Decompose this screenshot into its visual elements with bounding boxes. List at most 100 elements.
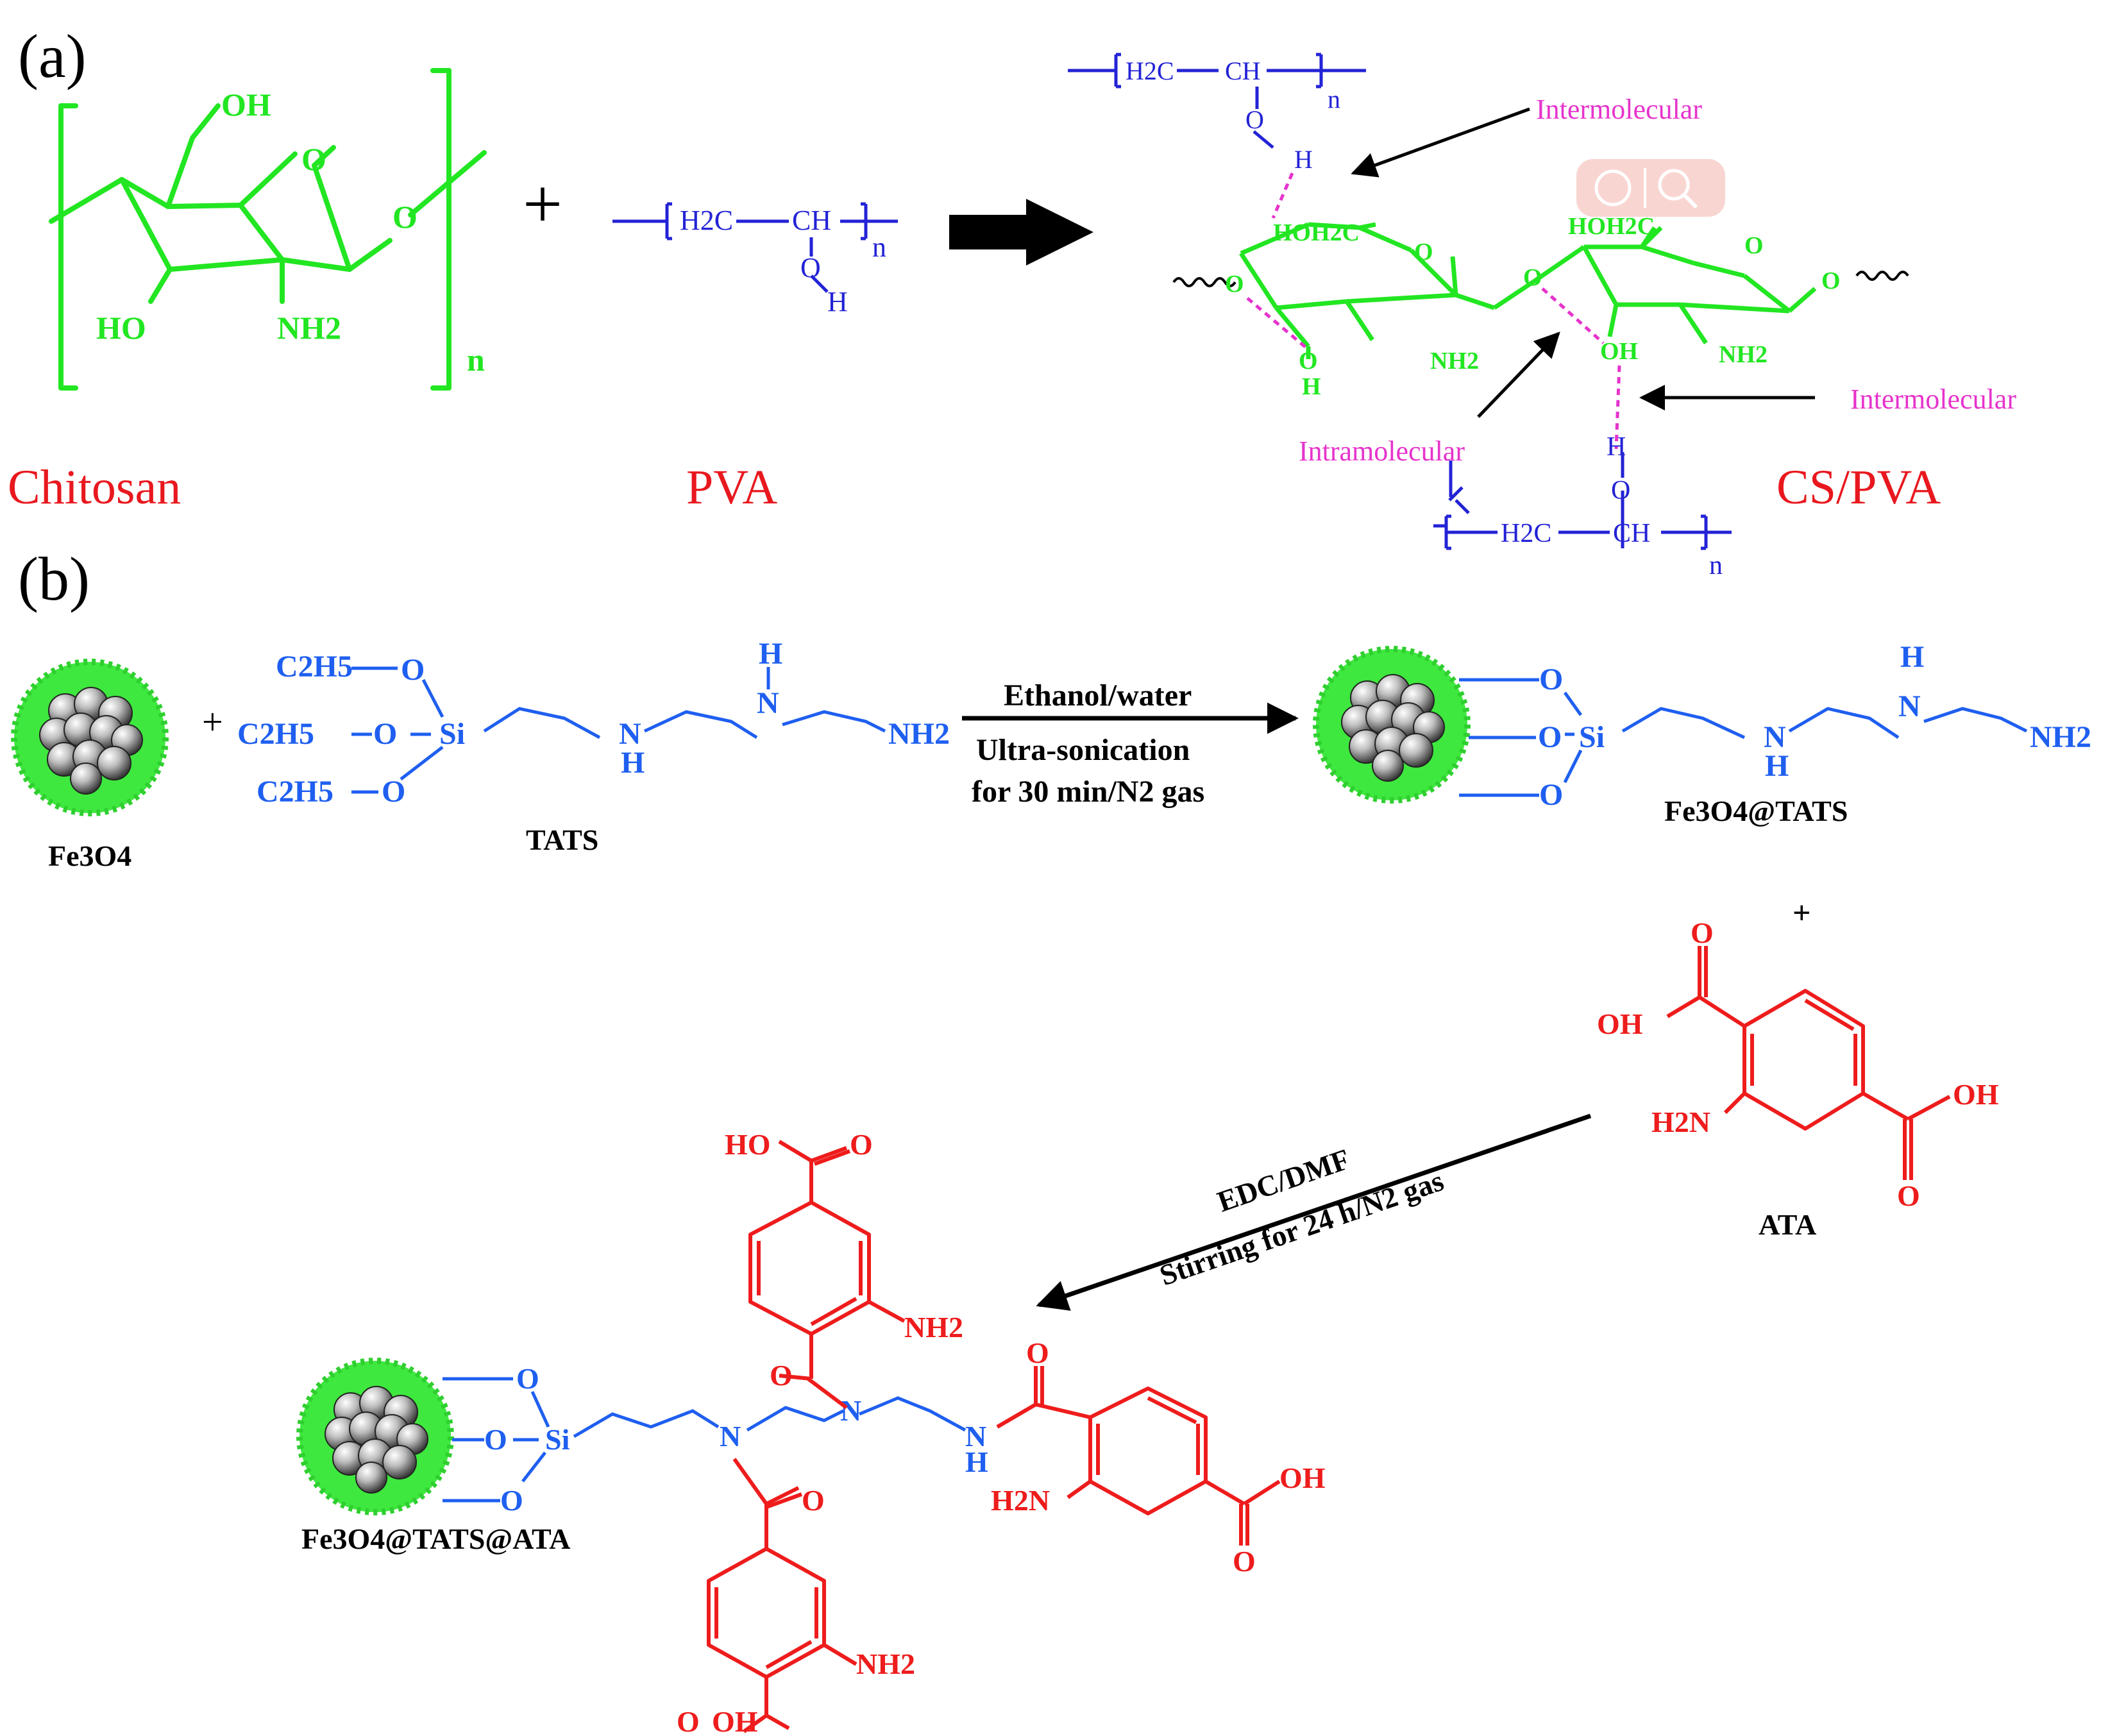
top-pva-h: H xyxy=(1294,145,1313,174)
bottom-pva-o: O xyxy=(1611,476,1630,505)
reaction1-line3: for 30 min/N2 gas xyxy=(972,775,1204,809)
top-pva-h2c: H2C xyxy=(1126,56,1174,85)
tats-o-2: O xyxy=(373,717,397,751)
wavy-left xyxy=(1172,277,1236,287)
final-linker xyxy=(443,1377,966,1503)
top-pva-o: O xyxy=(1245,105,1264,134)
cs-pva-top-pva xyxy=(1068,53,1366,149)
arrow-intermolecular-top xyxy=(1351,107,1530,178)
chitosan-n: n xyxy=(467,342,485,378)
bottom-pva-h: H xyxy=(1607,432,1626,462)
tats-si: Si xyxy=(439,717,465,751)
reaction1-line2: Ultra-sonication xyxy=(976,733,1190,767)
label-intramolecular: Intramolecular xyxy=(1299,435,1465,467)
fe3o4-particle xyxy=(14,662,165,813)
ata-oh-right: OH xyxy=(1953,1078,1999,1111)
pva-ch: CH xyxy=(792,205,831,236)
fe3o4-tats-o-2: O xyxy=(1538,720,1562,754)
wavy-right xyxy=(1855,271,1909,281)
chitosan-oh-top: OH xyxy=(221,87,271,122)
final-ata-top xyxy=(748,1140,906,1410)
tats-n-1: N xyxy=(619,717,641,751)
panel-a-label: (a) xyxy=(18,22,87,90)
right-o: O xyxy=(1821,267,1841,294)
left-ring-o: O xyxy=(1414,239,1433,265)
arrow-intramolecular xyxy=(1477,332,1560,418)
panel-b-label: (b) xyxy=(18,544,90,613)
tats-name: TATS xyxy=(526,823,598,856)
final-top-ho: HO xyxy=(725,1128,771,1161)
fe3o4-label: Fe3O4 xyxy=(48,839,131,872)
fe3o4-tats-particle xyxy=(1316,649,1467,800)
final-top-amide-o: O xyxy=(770,1359,793,1392)
tats-nh2: NH2 xyxy=(888,717,950,751)
fe3o4-tats-linker xyxy=(1459,678,2028,797)
left-o: O xyxy=(1225,271,1244,298)
pva-o: O xyxy=(800,252,821,283)
tats-n-2: N xyxy=(757,686,779,720)
final-particle xyxy=(300,1361,451,1512)
pva-name: PVA xyxy=(686,460,777,514)
tats-h-2: H xyxy=(759,637,782,671)
left-nh2: NH2 xyxy=(1430,348,1479,375)
final-o-3: O xyxy=(500,1484,523,1517)
final-si: Si xyxy=(545,1423,570,1456)
tats-o-3: O xyxy=(382,775,405,809)
fe3o4-tats-label: Fe3O4@TATS xyxy=(1664,795,1848,827)
right-nh2: NH2 xyxy=(1719,341,1768,368)
final-right-o-bottom: O xyxy=(1233,1545,1256,1578)
fe3o4-tats-h-2: H xyxy=(1900,640,1924,674)
right-ring-o: O xyxy=(1744,232,1764,259)
ata-h2n: H2N xyxy=(1651,1106,1710,1138)
ata-oh-left: OH xyxy=(1597,1007,1643,1040)
label-intermolecular-right: Intermolecular xyxy=(1850,383,2016,415)
final-bottom-o2: O xyxy=(677,1705,700,1736)
plus-b1: + xyxy=(202,701,223,743)
search-icon xyxy=(1658,169,1698,209)
ata-structure xyxy=(1666,946,1951,1180)
reaction1-line1: Ethanol/water xyxy=(1004,678,1192,712)
final-right-h2n: H2N xyxy=(991,1484,1050,1517)
ata-name: ATA xyxy=(1759,1208,1816,1241)
right-hoh2c: HOH2C xyxy=(1568,213,1655,240)
tats-ethyl-2: C2H5 xyxy=(237,717,314,751)
chitosan-bridge-o: O xyxy=(392,199,418,235)
final-right-o: O xyxy=(1026,1336,1049,1369)
final-name: Fe3O4@TATS@ATA xyxy=(301,1522,571,1555)
reaction-arrow-a xyxy=(949,199,1093,265)
fe3o4-tats-o-1: O xyxy=(1539,662,1563,696)
pva-structure xyxy=(612,202,898,293)
final-bottom-nh2: NH2 xyxy=(856,1648,915,1680)
fe3o4-tats-n-2: N xyxy=(1898,689,1921,723)
final-ata-bottom xyxy=(707,1458,857,1733)
watermark-badge xyxy=(1576,159,1725,217)
ata-o-top: O xyxy=(1691,916,1714,949)
cs-pva-name: CS/PVA xyxy=(1776,460,1941,514)
chitosan-ring-o: O xyxy=(301,141,326,177)
final-top-o: O xyxy=(850,1128,873,1161)
tats-structure xyxy=(351,666,886,794)
fe3o4-tats-h-1: H xyxy=(1765,749,1789,783)
right-oh: OH xyxy=(1600,338,1638,365)
fe3o4-tats-o-3: O xyxy=(1539,778,1563,812)
left-hoh2c: HOH2C xyxy=(1273,219,1360,246)
tats-h-1: H xyxy=(621,746,645,780)
final-n-2: N xyxy=(840,1394,861,1427)
pva-h2c: H2C xyxy=(680,205,733,236)
bottom-pva-n: n xyxy=(1709,551,1723,580)
label-intermolecular-top: Intermolecular xyxy=(1536,94,1702,125)
cs-pva-chitosan-chain xyxy=(1239,222,1817,359)
final-o-1: O xyxy=(516,1362,539,1395)
final-right-oh: OH xyxy=(1279,1462,1326,1494)
final-top-nh2: NH2 xyxy=(904,1311,963,1344)
fe3o4-tats-n-1: N xyxy=(1764,720,1786,754)
top-pva-ch: CH xyxy=(1225,56,1261,85)
plus-a: + xyxy=(523,165,562,243)
fe3o4-tats-nh2: NH2 xyxy=(2030,720,2091,754)
top-pva-n: n xyxy=(1328,85,1340,114)
left-oh-o: O xyxy=(1299,348,1318,375)
cs-pva-bottom-pva xyxy=(1433,452,1732,550)
chitosan-nh2: NH2 xyxy=(277,310,341,346)
tats-ethyl-1: C2H5 xyxy=(276,650,353,684)
